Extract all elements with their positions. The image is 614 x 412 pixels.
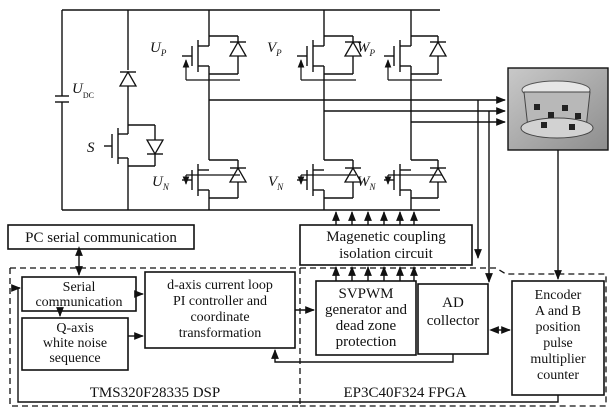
phase-outputs xyxy=(209,100,505,122)
serial-comm-line-2: communication xyxy=(35,295,122,310)
leg-v xyxy=(297,10,361,210)
svpwm-line-4: protection xyxy=(336,334,397,350)
leg-w xyxy=(384,10,446,210)
q-axis-line-1: Q-axis xyxy=(56,321,93,336)
ad-line-2: collector xyxy=(427,313,479,329)
current-loop-line-1: d-axis current loop xyxy=(167,278,273,293)
current-loop-line-3: coordinate xyxy=(190,310,249,325)
svpwm-line-1: SVPWM xyxy=(338,286,393,302)
ad-line-1: AD xyxy=(442,295,464,311)
encoder-line-6: counter xyxy=(537,368,579,383)
encoder-line-1: Encoder xyxy=(535,288,582,303)
un-label: UN xyxy=(152,174,170,192)
dsp-region-label: TMS320F28335 DSP xyxy=(90,385,220,401)
current-loop-line-2: PI controller and xyxy=(173,294,267,309)
encoder-line-3: position xyxy=(535,320,580,335)
vn-label: VN xyxy=(268,174,284,192)
encoder-line-5: multiplier xyxy=(530,352,586,367)
svpwm-line-2: generator and xyxy=(325,302,408,318)
leg-u xyxy=(182,10,246,210)
dc-link-capacitor xyxy=(55,10,69,210)
switch-s-label: S xyxy=(87,140,95,156)
pc-serial-label: PC serial communication xyxy=(25,230,177,246)
q-axis-line-3: sequence xyxy=(49,351,100,366)
isolation-line-1: Magenetic coupling xyxy=(326,229,446,245)
wn-label: WN xyxy=(357,174,377,192)
q-axis-line-2: white noise xyxy=(43,336,107,351)
encoder-line-4: pulse xyxy=(543,336,573,351)
encoder-line-2: A and B xyxy=(535,304,581,319)
vp-label: VP xyxy=(267,40,282,58)
svpwm-line-3: dead zone xyxy=(336,318,397,334)
udc-label: UDC xyxy=(72,81,94,100)
wp-label: WP xyxy=(357,40,376,58)
gate-drive-arrows xyxy=(186,60,442,184)
inverter-circuit: UDC S xyxy=(55,10,505,210)
serial-comm-line-1: Serial xyxy=(63,280,96,295)
up-label: UP xyxy=(150,40,167,58)
current-loop-line-4: transformation xyxy=(179,326,261,341)
fpga-region-label: EP3C40F324 FPGA xyxy=(344,385,467,401)
isolation-line-2: isolation circuit xyxy=(339,246,434,262)
motor-image xyxy=(508,68,608,150)
